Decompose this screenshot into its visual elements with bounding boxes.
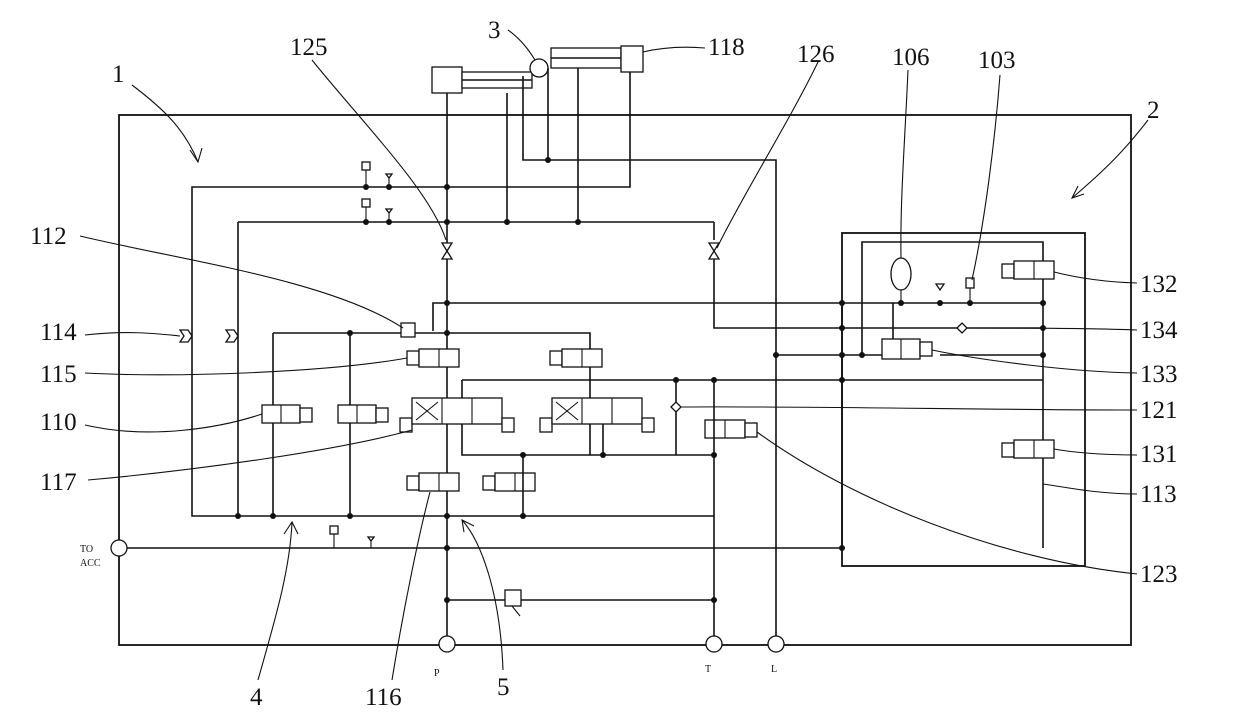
callout-123: 123: [1140, 561, 1178, 588]
solenoid-valve-116: [407, 473, 459, 491]
port-label-acc: ACC: [80, 558, 101, 569]
gauge-bottom: [330, 526, 374, 548]
relief-valve: [505, 590, 521, 616]
valve-133: [882, 339, 932, 359]
rotary-joint-3: [530, 59, 548, 77]
cylinder-118: [551, 46, 643, 72]
callout-2: 2: [1147, 97, 1160, 124]
solenoid-valve-116b: [483, 473, 535, 491]
callout-133: 133: [1140, 361, 1178, 388]
callout-118: 118: [708, 34, 745, 61]
callout-134: 134: [1140, 317, 1178, 344]
callout-3: 3: [488, 17, 501, 44]
port-label-p: P: [434, 668, 440, 679]
callout-125: 125: [290, 34, 328, 61]
callout-113: 113: [1140, 481, 1177, 508]
callout-4: 4: [250, 684, 263, 711]
callout-126: 126: [797, 41, 835, 68]
solenoid-valve-110: [262, 405, 312, 423]
solenoid-valve-131: [1002, 440, 1054, 458]
solenoid-valve-123: [705, 420, 757, 438]
directional-valve-117: [400, 398, 514, 432]
valve-114-pair: [180, 330, 238, 342]
callout-132: 132: [1140, 271, 1178, 298]
check-valve-121: [671, 402, 681, 412]
callout-106: 106: [892, 44, 930, 71]
solenoid-valve-115b: [550, 349, 602, 367]
port-l: [768, 636, 784, 652]
solenoid-valve-115: [407, 349, 459, 367]
port-to-acc: [111, 540, 127, 556]
sub-manifold-block: [842, 233, 1085, 566]
check-valve-126: [709, 243, 719, 259]
callout-117: 117: [40, 469, 77, 496]
sensor-103: [966, 278, 974, 303]
gauge-sub: [936, 284, 944, 290]
port-label-to: TO: [80, 544, 93, 555]
solenoid-valve-110b: [338, 405, 388, 423]
callout-1: 1: [112, 61, 125, 88]
port-label-t: T: [705, 664, 711, 675]
port-p: [439, 636, 455, 652]
port-t: [706, 636, 722, 652]
callout-103: 103: [978, 47, 1016, 74]
callout-114: 114: [40, 319, 77, 346]
cylinder-left: [432, 67, 532, 93]
callout-121: 121: [1140, 397, 1178, 424]
check-valve-134: [957, 323, 967, 333]
callout-116: 116: [365, 684, 402, 711]
gauge-top-2: [362, 199, 392, 222]
callout-110: 110: [40, 409, 77, 436]
port-label-l: L: [771, 664, 777, 675]
accumulator-106: [891, 258, 911, 303]
check-valve-125: [442, 243, 452, 259]
callout-5: 5: [497, 674, 510, 701]
callout-112: 112: [30, 223, 67, 250]
callout-131: 131: [1140, 441, 1178, 468]
gauge-top-1: [362, 162, 392, 187]
solenoid-valve-132: [1002, 261, 1054, 279]
valve-112: [401, 323, 415, 337]
callout-115: 115: [40, 361, 77, 388]
directional-valve-117b: [540, 398, 654, 432]
